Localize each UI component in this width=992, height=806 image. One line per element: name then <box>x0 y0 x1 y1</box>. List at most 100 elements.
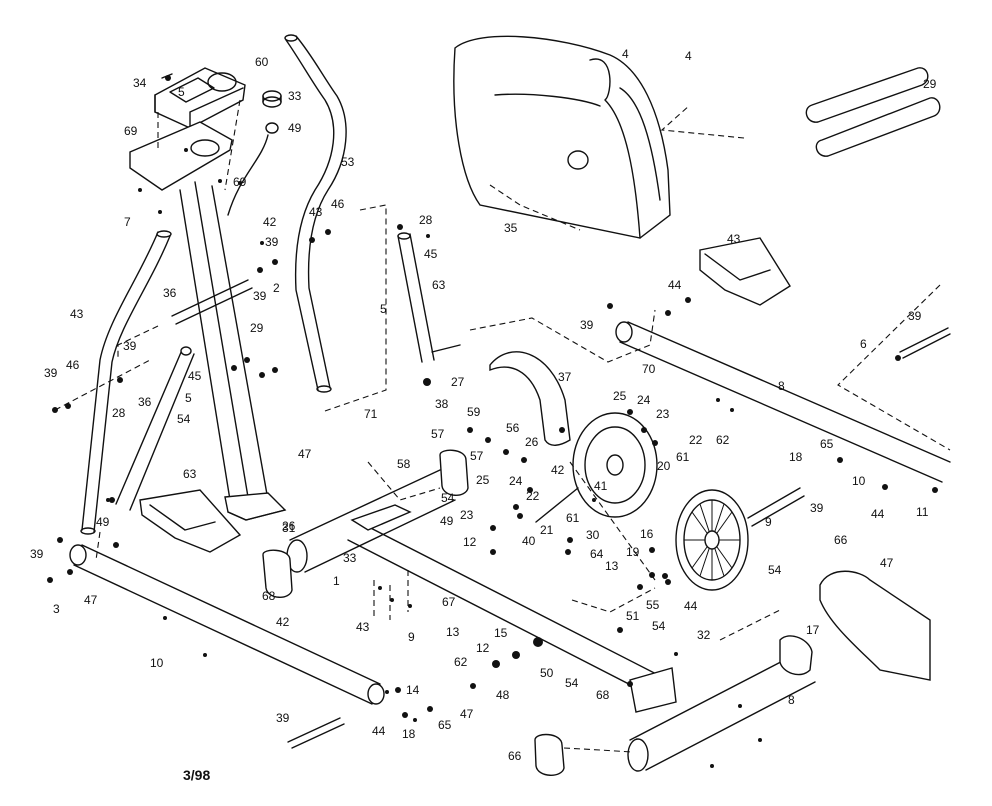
callout-70: 8 <box>778 379 785 393</box>
callout-65: 18 <box>789 450 803 464</box>
callout-43: 46 <box>331 197 345 211</box>
callout-26: 25 <box>613 389 627 403</box>
callout-36: 45 <box>188 369 202 383</box>
callout-21: 61 <box>566 511 580 525</box>
axle-rods <box>287 327 951 749</box>
callout-8: 39 <box>908 309 922 323</box>
callout-7: 53 <box>341 155 355 169</box>
callout-39: 44 <box>871 507 885 521</box>
flywheel <box>572 412 658 518</box>
callout-42: 10 <box>150 656 164 670</box>
part-callout-labels: 60 34 33 49 69 69 7 53 42 39 43 46 39 2 … <box>30 47 937 763</box>
pedal-right <box>699 237 791 306</box>
handle-grips <box>805 67 941 157</box>
callout-15: 12 <box>476 641 490 655</box>
callout-61: 41 <box>594 479 608 493</box>
callout-4: 35 <box>504 221 518 235</box>
callout-24: 22 <box>526 489 540 503</box>
belt-guard <box>489 351 571 446</box>
callout-47: 54 <box>441 491 455 505</box>
callout-63: 27 <box>451 375 465 389</box>
callout-16: 19 <box>626 545 640 559</box>
pedal-arm-right <box>615 321 951 483</box>
callout-48: 54 <box>565 676 579 690</box>
front-arm <box>80 230 172 535</box>
callout-37: 71 <box>364 407 378 421</box>
callout-9: 13 <box>446 625 460 639</box>
callout-27: 4 <box>622 47 629 61</box>
callout-30: 64 <box>590 547 604 561</box>
callout-9: 66 <box>834 533 848 547</box>
callout-5: 54 <box>177 412 191 426</box>
spoked-wheel <box>675 489 749 591</box>
callout-46: 39 <box>253 289 267 303</box>
callout-12: 13 <box>605 559 619 573</box>
callout-2: 36 <box>163 286 177 300</box>
callout-42: 39 <box>265 235 279 249</box>
callout-5: 63 <box>432 278 446 292</box>
callout-61: 20 <box>657 459 671 473</box>
callout-56: 26 <box>525 435 539 449</box>
callout-58: 57 <box>431 427 445 441</box>
callout-25: 24 <box>637 393 651 407</box>
console-assembly: 5 <box>129 67 246 191</box>
callout-64: 16 <box>640 527 654 541</box>
callout-45: 5 <box>185 391 192 405</box>
callout-8: 39 <box>276 711 290 725</box>
callout-10: 39 <box>810 501 824 515</box>
assembly-guide-lines <box>54 104 951 753</box>
callout-39: 43 <box>309 205 323 219</box>
callout-57: 59 <box>467 405 481 419</box>
callout-54: 29 <box>250 321 264 335</box>
callout-51: 54 <box>652 619 666 633</box>
callout-62: 14 <box>406 683 420 697</box>
callout-67: 43 <box>356 620 370 634</box>
callout-39: 70 <box>642 362 656 376</box>
callout-63: 49 <box>96 515 110 529</box>
svg-text:5: 5 <box>178 85 185 99</box>
callout-39: 6 <box>860 337 867 351</box>
end-caps <box>262 449 813 776</box>
upright-arm <box>284 34 347 393</box>
callout-18: 65 <box>438 718 452 732</box>
callout-57: 56 <box>506 421 520 435</box>
callout-47: 68 <box>262 589 276 603</box>
callout-49: 69 <box>124 124 138 138</box>
callout-4: 4 <box>685 49 692 63</box>
callout-17: 62 <box>454 655 468 669</box>
callout-14: 48 <box>496 688 510 702</box>
callout-39: 47 <box>84 593 98 607</box>
callout-54: 68 <box>596 688 610 702</box>
callout-44: 11 <box>916 505 929 519</box>
callout-11: 9 <box>765 515 772 529</box>
callout-43: 3 <box>53 602 60 616</box>
callout-49: 31 <box>282 521 296 535</box>
callout-31: 37 <box>558 370 572 384</box>
callout-6: 43 <box>70 307 84 321</box>
callout-22: 61 <box>676 450 690 464</box>
callout-47: 17 <box>806 623 820 637</box>
callout-66: 47 <box>298 447 312 461</box>
callout-43: 39 <box>44 366 58 380</box>
callout-18: 10 <box>852 474 866 488</box>
callout-34: 33 <box>288 89 302 103</box>
callout-39: 2 <box>273 281 280 295</box>
callout-39: 46 <box>66 358 80 372</box>
callout-44: 18 <box>402 727 416 741</box>
main-frame <box>347 504 677 713</box>
shroud-cover <box>453 35 671 239</box>
callout-43: 44 <box>668 278 682 292</box>
callout-71: 38 <box>435 397 449 411</box>
callout-33: 12 <box>463 535 477 549</box>
connecting-tubes <box>115 232 461 511</box>
callout-53: 42 <box>263 215 277 229</box>
callout-39: 28 <box>112 406 126 420</box>
callout-69: 7 <box>124 215 131 229</box>
callout-29: 63 <box>183 467 197 481</box>
callout-1: 67 <box>442 595 456 609</box>
callout-52: 60 <box>255 55 269 69</box>
callout-13: 15 <box>494 626 508 640</box>
callout-20: 42 <box>551 463 565 477</box>
callout-41: 23 <box>460 508 474 522</box>
callout-22: 21 <box>540 523 554 537</box>
